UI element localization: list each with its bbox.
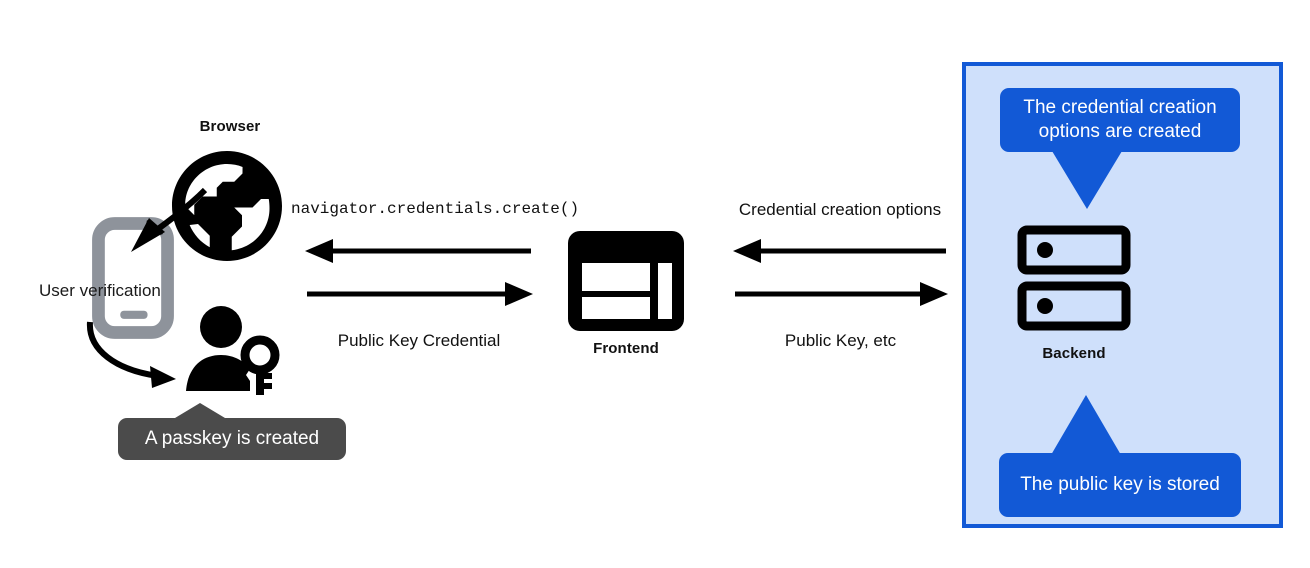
- browser-label: Browser: [199, 118, 261, 135]
- frontend-window-icon: [566, 229, 686, 333]
- passkey-created-tooltip: A passkey is created: [118, 418, 346, 460]
- passkey-created-tooltip-group: A passkey is created: [118, 403, 346, 460]
- backend-label: Backend: [1042, 345, 1106, 362]
- arrow-phone-to-person: [80, 320, 195, 392]
- navigator-create-label: navigator.credentials.create(): [291, 200, 580, 218]
- credential-options-tooltip-group: The credential creation options are crea…: [1000, 88, 1240, 209]
- person-with-key-icon: [186, 305, 286, 395]
- user-verification-label: User verification: [39, 281, 161, 300]
- arrow-frontend-to-backend: [733, 281, 948, 307]
- tooltip-tail-down: [1052, 151, 1122, 209]
- tooltip-tail-up-blue: [1051, 395, 1121, 455]
- server-rack-icon: [1017, 225, 1131, 332]
- public-key-stored-tooltip: The public key is stored: [999, 453, 1241, 517]
- public-key-stored-tooltip-group: The public key is stored: [999, 395, 1241, 517]
- phone-icon: [92, 217, 174, 339]
- arrow-frontend-to-browser: [305, 238, 533, 264]
- frontend-label: Frontend: [593, 340, 659, 357]
- public-key-credential-label: Public Key Credential: [337, 331, 501, 350]
- credential-options-created-tooltip: The credential creation options are crea…: [1000, 88, 1240, 152]
- globe-icon: [167, 146, 287, 266]
- arrow-browser-to-phone: [95, 182, 215, 292]
- credential-creation-options-label: Credential creation options: [738, 200, 942, 219]
- tooltip-tail-up: [170, 403, 230, 421]
- arrow-backend-to-frontend: [733, 238, 948, 264]
- arrow-browser-to-frontend: [305, 281, 533, 307]
- public-key-etc-label: Public Key, etc: [784, 331, 897, 350]
